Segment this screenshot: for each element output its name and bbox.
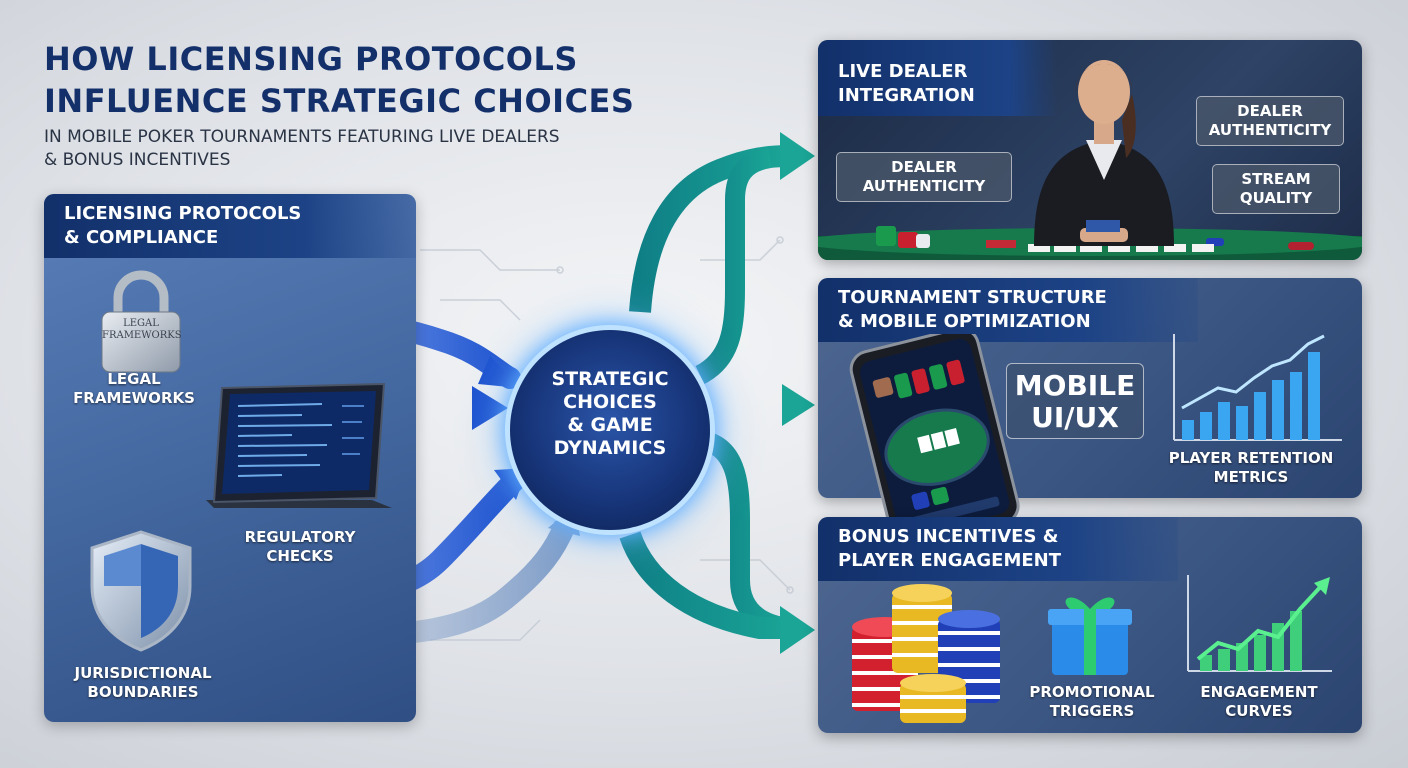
phone-icon bbox=[849, 334, 1020, 524]
bonus-title-line-1: BONUS INCENTIVES & bbox=[838, 526, 1059, 547]
callout-stream-line-1: STREAM bbox=[1241, 170, 1311, 188]
gift-box-icon bbox=[1048, 597, 1132, 675]
hub-text: STRATEGIC CHOICES & GAME DYNAMICS bbox=[510, 368, 710, 460]
promotional-triggers-line-2: TRIGGERS bbox=[1049, 702, 1135, 720]
promotional-triggers-label: PROMOTIONAL TRIGGERS bbox=[1014, 683, 1170, 721]
callout-right-line-2: AUTHENTICITY bbox=[1208, 121, 1332, 139]
promotional-triggers-line-1: PROMOTIONAL bbox=[1029, 683, 1155, 701]
regulatory-checks-label: REGULATORY CHECKS bbox=[220, 528, 380, 566]
callout-left-line-1: DEALER bbox=[891, 158, 957, 176]
legal-frameworks-line-2: FRAMEWORKS bbox=[73, 389, 195, 407]
live-dealer-title: LIVE DEALER INTEGRATION bbox=[818, 40, 1058, 116]
tournament-title-line-2: & MOBILE OPTIMIZATION bbox=[838, 311, 1091, 332]
tournament-title-line-1: TOURNAMENT STRUCTURE bbox=[838, 287, 1107, 308]
callout-dealer-authenticity-left: DEALER AUTHENTICITY bbox=[836, 152, 1012, 202]
tablet-icon bbox=[206, 382, 392, 508]
arrow-to-live-dealer-2 bbox=[695, 148, 773, 384]
player-retention-line-1: PLAYER RETENTION bbox=[1168, 449, 1334, 467]
hub-line-2: CHOICES bbox=[563, 391, 657, 413]
subtitle-line-2: & BONUS INCENTIVES bbox=[44, 150, 231, 170]
shield-icon bbox=[90, 530, 192, 652]
bonus-panel: BONUS INCENTIVES & PLAYER ENGAGEMENT bbox=[818, 517, 1362, 733]
arrow-to-bonus-1 bbox=[697, 430, 792, 638]
callout-dealer-authenticity-right: DEALER AUTHENTICITY bbox=[1196, 96, 1344, 146]
arrow-to-bonus-2 bbox=[619, 531, 790, 639]
jurisdictional-boundaries-line-1: JURISDICTIONAL bbox=[74, 664, 212, 682]
legal-frameworks-line-1: LEGAL bbox=[107, 370, 161, 388]
title-line-1: HOW LICENSING PROTOCOLS bbox=[44, 40, 578, 78]
hub-line-3: & GAME bbox=[567, 414, 653, 436]
arrow-to-bonus-head bbox=[780, 606, 815, 654]
live-dealer-title-line-2: INTEGRATION bbox=[838, 85, 975, 106]
jurisdictional-boundaries-line-2: BOUNDARIES bbox=[87, 683, 199, 701]
licensing-title-line-2: & COMPLIANCE bbox=[64, 227, 219, 248]
engagement-curves-label: ENGAGEMENT CURVES bbox=[1174, 683, 1344, 721]
hub-line-1: STRATEGIC bbox=[551, 368, 669, 390]
padlock-engraving-line-1: LEGAL bbox=[123, 318, 159, 329]
mobile-line-2: UI/UX bbox=[1031, 401, 1119, 434]
title-line-2: INFLUENCE STRATEGIC CHOICES bbox=[44, 82, 635, 120]
table-cards bbox=[1028, 244, 1214, 252]
callout-stream-line-2: QUALITY bbox=[1239, 189, 1313, 207]
dealer-figure bbox=[1034, 60, 1174, 246]
live-dealer-title-line-1: LIVE DEALER bbox=[838, 61, 968, 82]
engagement-curves-line-2: CURVES bbox=[1225, 702, 1293, 720]
arrow-to-live-dealer-head bbox=[780, 132, 815, 180]
player-retention-line-2: METRICS bbox=[1213, 468, 1289, 486]
player-retention-label: PLAYER RETENTION METRICS bbox=[1156, 449, 1346, 487]
live-dealer-panel: LIVE DEALER INTEGRATION DEALER AUTHENTIC… bbox=[818, 40, 1362, 260]
arrow-to-live-dealer bbox=[629, 145, 791, 313]
strategic-choices-hub: STRATEGIC CHOICES & GAME DYNAMICS bbox=[510, 330, 710, 530]
arrow-legal-head bbox=[478, 356, 520, 388]
circuit-lines bbox=[420, 236, 794, 641]
callout-stream-quality: STREAM QUALITY bbox=[1212, 164, 1340, 214]
padlock-engraving: LEGAL FRAMEWORKS bbox=[102, 318, 182, 342]
tournament-title: TOURNAMENT STRUCTURE & MOBILE OPTIMIZATI… bbox=[818, 278, 1198, 342]
retention-chart-icon bbox=[1173, 334, 1342, 441]
small-gold-chip-stack bbox=[900, 674, 966, 723]
arrow-regulatory-head bbox=[472, 386, 508, 430]
page-title: HOW LICENSING PROTOCOLS INFLUENCE STRATE… bbox=[44, 38, 634, 122]
licensing-title-line-1: LICENSING PROTOCOLS bbox=[64, 203, 302, 224]
callout-right-line-1: DEALER bbox=[1237, 102, 1303, 120]
engagement-curves-line-1: ENGAGEMENT bbox=[1200, 683, 1318, 701]
callout-left-line-2: AUTHENTICITY bbox=[862, 177, 986, 195]
bonus-title: BONUS INCENTIVES & PLAYER ENGAGEMENT bbox=[818, 517, 1178, 581]
bonus-title-line-2: PLAYER ENGAGEMENT bbox=[838, 550, 1062, 571]
mobile-line-1: MOBILE bbox=[1014, 369, 1136, 402]
regulatory-checks-line-1: REGULATORY bbox=[244, 528, 356, 546]
licensing-panel-title: LICENSING PROTOCOLS & COMPLIANCE bbox=[44, 194, 416, 258]
legal-frameworks-label: LEGAL FRAMEWORKS bbox=[54, 370, 214, 408]
padlock-engraving-line-2: FRAMEWORKS bbox=[102, 330, 182, 341]
regulatory-checks-line-2: CHECKS bbox=[266, 547, 334, 565]
mobile-ui-ux-box: MOBILE UI/UX bbox=[1006, 363, 1144, 439]
gold-chip-stack bbox=[892, 584, 952, 673]
chip-stacks-icon bbox=[852, 584, 1000, 723]
arrow-to-tournament-head bbox=[782, 384, 815, 426]
page-subtitle: IN MOBILE POKER TOURNAMENTS FEATURING LI… bbox=[44, 126, 560, 172]
padlock-icon bbox=[101, 270, 181, 373]
card-red bbox=[986, 240, 1016, 248]
subtitle-line-1: IN MOBILE POKER TOURNAMENTS FEATURING LI… bbox=[44, 127, 560, 147]
engagement-chart-icon bbox=[1187, 575, 1332, 672]
hub-line-4: DYNAMICS bbox=[553, 437, 667, 459]
licensing-panel: LICENSING PROTOCOLS & COMPLIANCE LEGAL F… bbox=[44, 194, 416, 722]
jurisdictional-boundaries-label: JURISDICTIONAL BOUNDARIES bbox=[58, 664, 228, 702]
arrow-jurisdictional-head bbox=[494, 468, 528, 500]
